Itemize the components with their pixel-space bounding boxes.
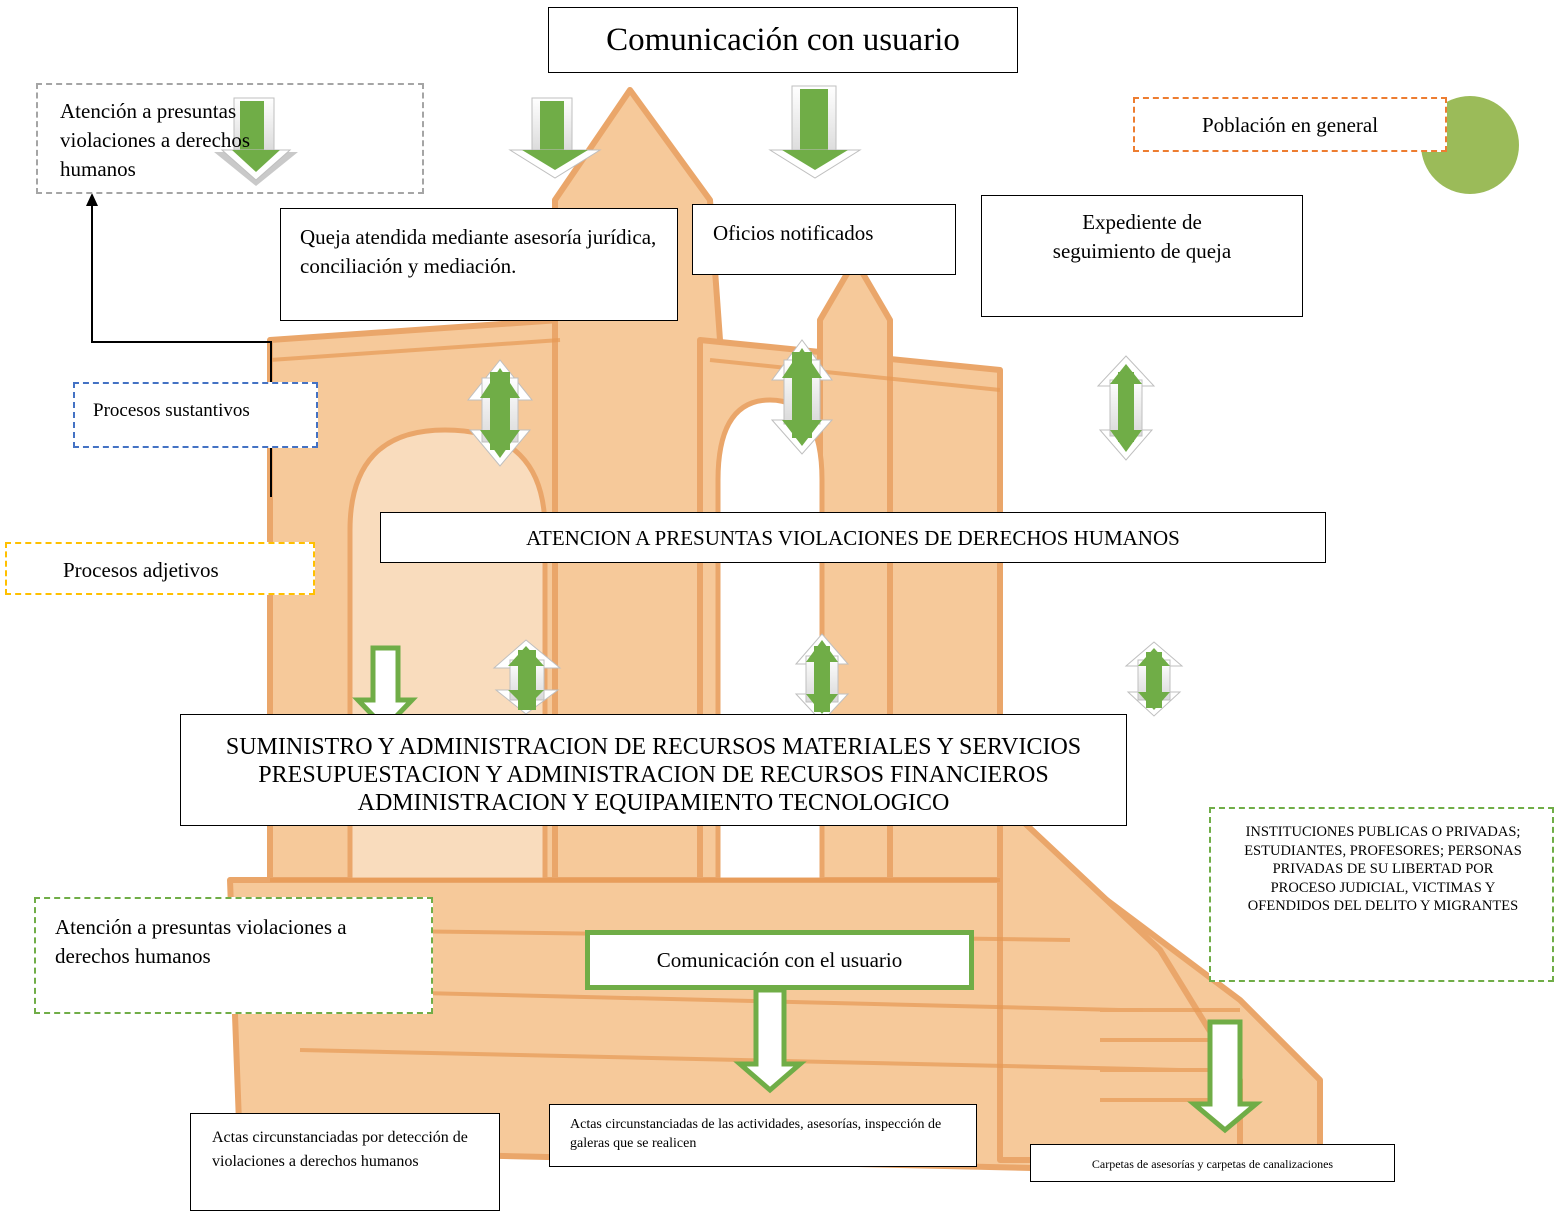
double-arrow-2 bbox=[770, 339, 834, 455]
double-arrow-4 bbox=[492, 639, 562, 715]
procesos-sustantivos-text: Procesos sustantivos bbox=[93, 400, 250, 421]
comunicacion-bottom-box: Comunicación con el usuario bbox=[585, 930, 974, 990]
atencion-main-text: ATENCION A PRESUNTAS VIOLACIONES DE DERE… bbox=[526, 526, 1180, 550]
outline-down-arrow-3 bbox=[1187, 1019, 1263, 1134]
connector-arrowhead bbox=[86, 193, 98, 206]
actas-actividades-box: Actas circunstanciadas de las actividade… bbox=[549, 1104, 977, 1167]
poblacion-text: Población en general bbox=[1201, 113, 1379, 137]
down-arrow-2 bbox=[508, 97, 602, 179]
procesos-adjetivos-box: Procesos adjetivos bbox=[5, 542, 315, 595]
down-arrow-1 bbox=[214, 97, 298, 186]
procesos-adjetivos-text: Procesos adjetivos bbox=[63, 558, 219, 582]
oficios-text: Oficios notificados bbox=[713, 221, 874, 245]
connector-line bbox=[91, 205, 272, 497]
queja-box: Queja atendida mediante asesoría jurídic… bbox=[280, 208, 678, 321]
expediente-box: Expediente de seguimiento de queja bbox=[981, 195, 1303, 317]
top-title-box: Comunicación con usuario bbox=[548, 7, 1018, 73]
expediente-text: Expediente de seguimiento de queja bbox=[1052, 210, 1232, 263]
carpetas-box: Carpetas de asesorías y carpetas de cana… bbox=[1030, 1144, 1395, 1182]
outline-down-arrow-2 bbox=[733, 987, 807, 1094]
procesos-sustantivos-box: Procesos sustantivos bbox=[73, 382, 318, 448]
down-arrow-3 bbox=[768, 85, 862, 179]
atencion-bottom-box: Atención a presuntas violaciones a derec… bbox=[34, 897, 433, 1014]
atencion-main-box: ATENCION A PRESUNTAS VIOLACIONES DE DERE… bbox=[380, 512, 1326, 563]
atencion-top-box: Atención a presuntas violaciones a derec… bbox=[36, 83, 424, 194]
actas-actividades-text: Actas circunstanciadas de las actividade… bbox=[570, 1117, 942, 1151]
atencion-bottom-text: Atención a presuntas violaciones a derec… bbox=[55, 915, 347, 968]
queja-text: Queja atendida mediante asesoría jurídic… bbox=[300, 225, 657, 278]
instituciones-box: INSTITUCIONES PUBLICAS O PRIVADAS; ESTUD… bbox=[1209, 807, 1554, 982]
double-arrow-6 bbox=[1124, 641, 1184, 717]
actas-deteccion-box: Actas circunstanciadas por detección de … bbox=[190, 1113, 500, 1211]
suministro-box: SUMINISTRO Y ADMINISTRACION DE RECURSOS … bbox=[180, 714, 1127, 826]
actas-deteccion-text: Actas circunstanciadas por detección de … bbox=[212, 1129, 468, 1170]
instituciones-text: INSTITUCIONES PUBLICAS O PRIVADAS; ESTUD… bbox=[1244, 824, 1522, 914]
top-title: Comunicación con usuario bbox=[606, 22, 960, 58]
suministro-text: SUMINISTRO Y ADMINISTRACION DE RECURSOS … bbox=[225, 734, 1082, 816]
double-arrow-3 bbox=[1096, 355, 1156, 461]
atencion-top-text: Atención a presuntas violaciones a derec… bbox=[60, 99, 251, 181]
oficios-box: Oficios notificados bbox=[692, 204, 956, 275]
poblacion-box: Población en general bbox=[1133, 97, 1447, 152]
double-arrow-5 bbox=[794, 633, 850, 723]
double-arrow-1 bbox=[466, 359, 534, 467]
comunicacion-bottom-text: Comunicación con el usuario bbox=[656, 948, 903, 972]
carpetas-text: Carpetas de asesorías y carpetas de cana… bbox=[1091, 1157, 1334, 1171]
